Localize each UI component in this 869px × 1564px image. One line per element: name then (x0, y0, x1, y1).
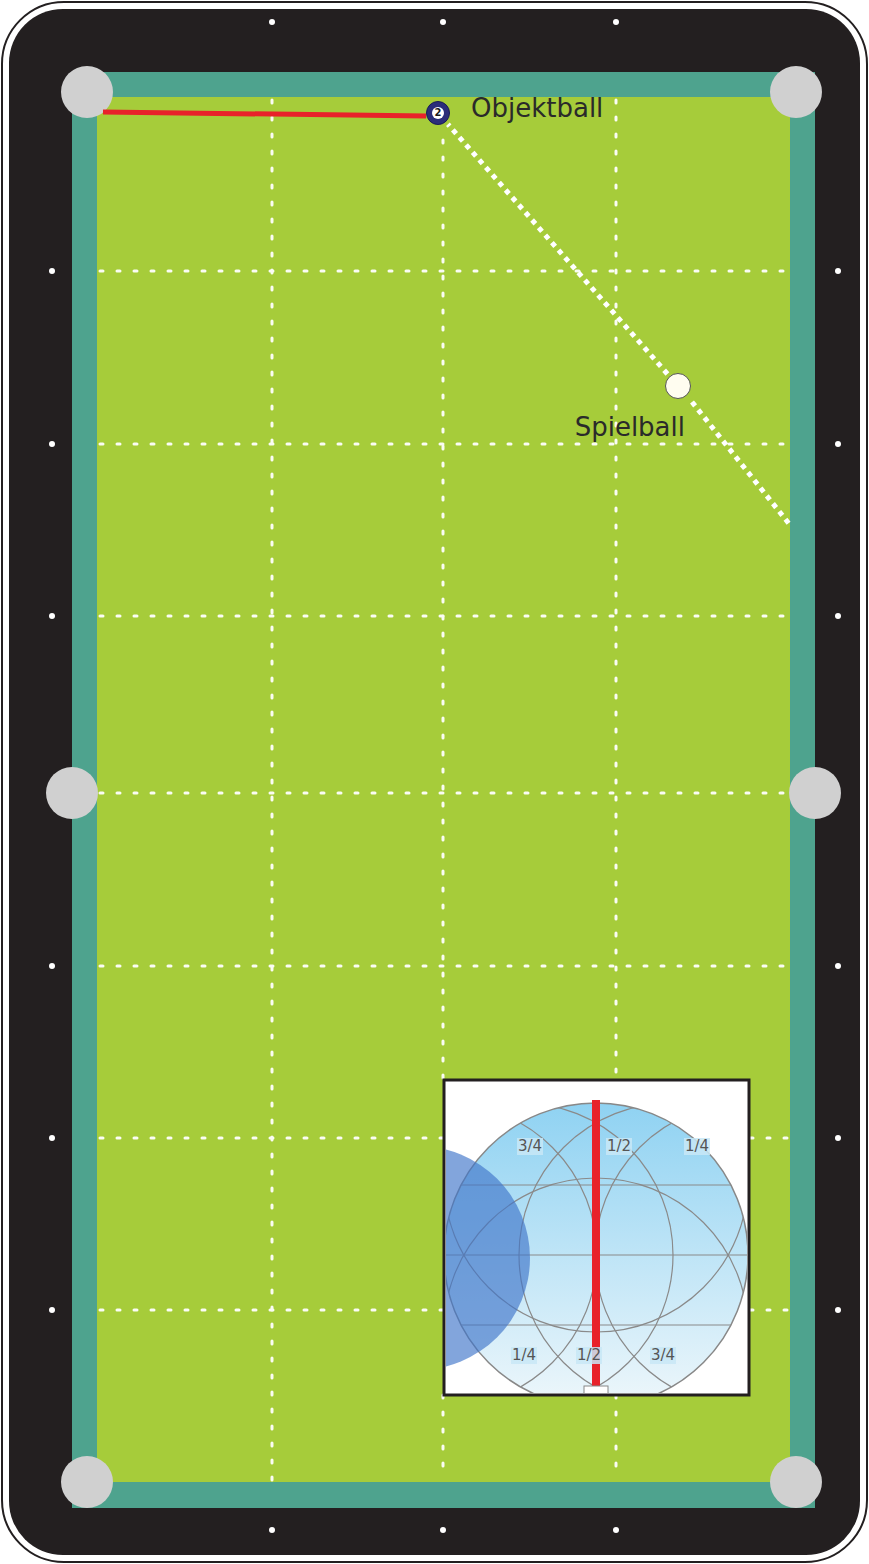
fraction-label: 1/4 (511, 1347, 537, 1364)
fraction-label: 3/4 (517, 1138, 543, 1155)
ball-number: 2 (432, 107, 444, 119)
aim-line (448, 124, 668, 374)
fraction-label: 3/4 (650, 1347, 676, 1364)
cue-ball: Spielball (665, 373, 691, 399)
fraction-label: 1/2 (606, 1138, 632, 1155)
ball-label: Objektball (471, 93, 603, 123)
fraction-label: 1/2 (576, 1347, 602, 1364)
ball-label: Spielball (575, 412, 685, 442)
fraction-label: 1/4 (684, 1138, 710, 1155)
object-ball: 2Objektball (426, 101, 450, 125)
